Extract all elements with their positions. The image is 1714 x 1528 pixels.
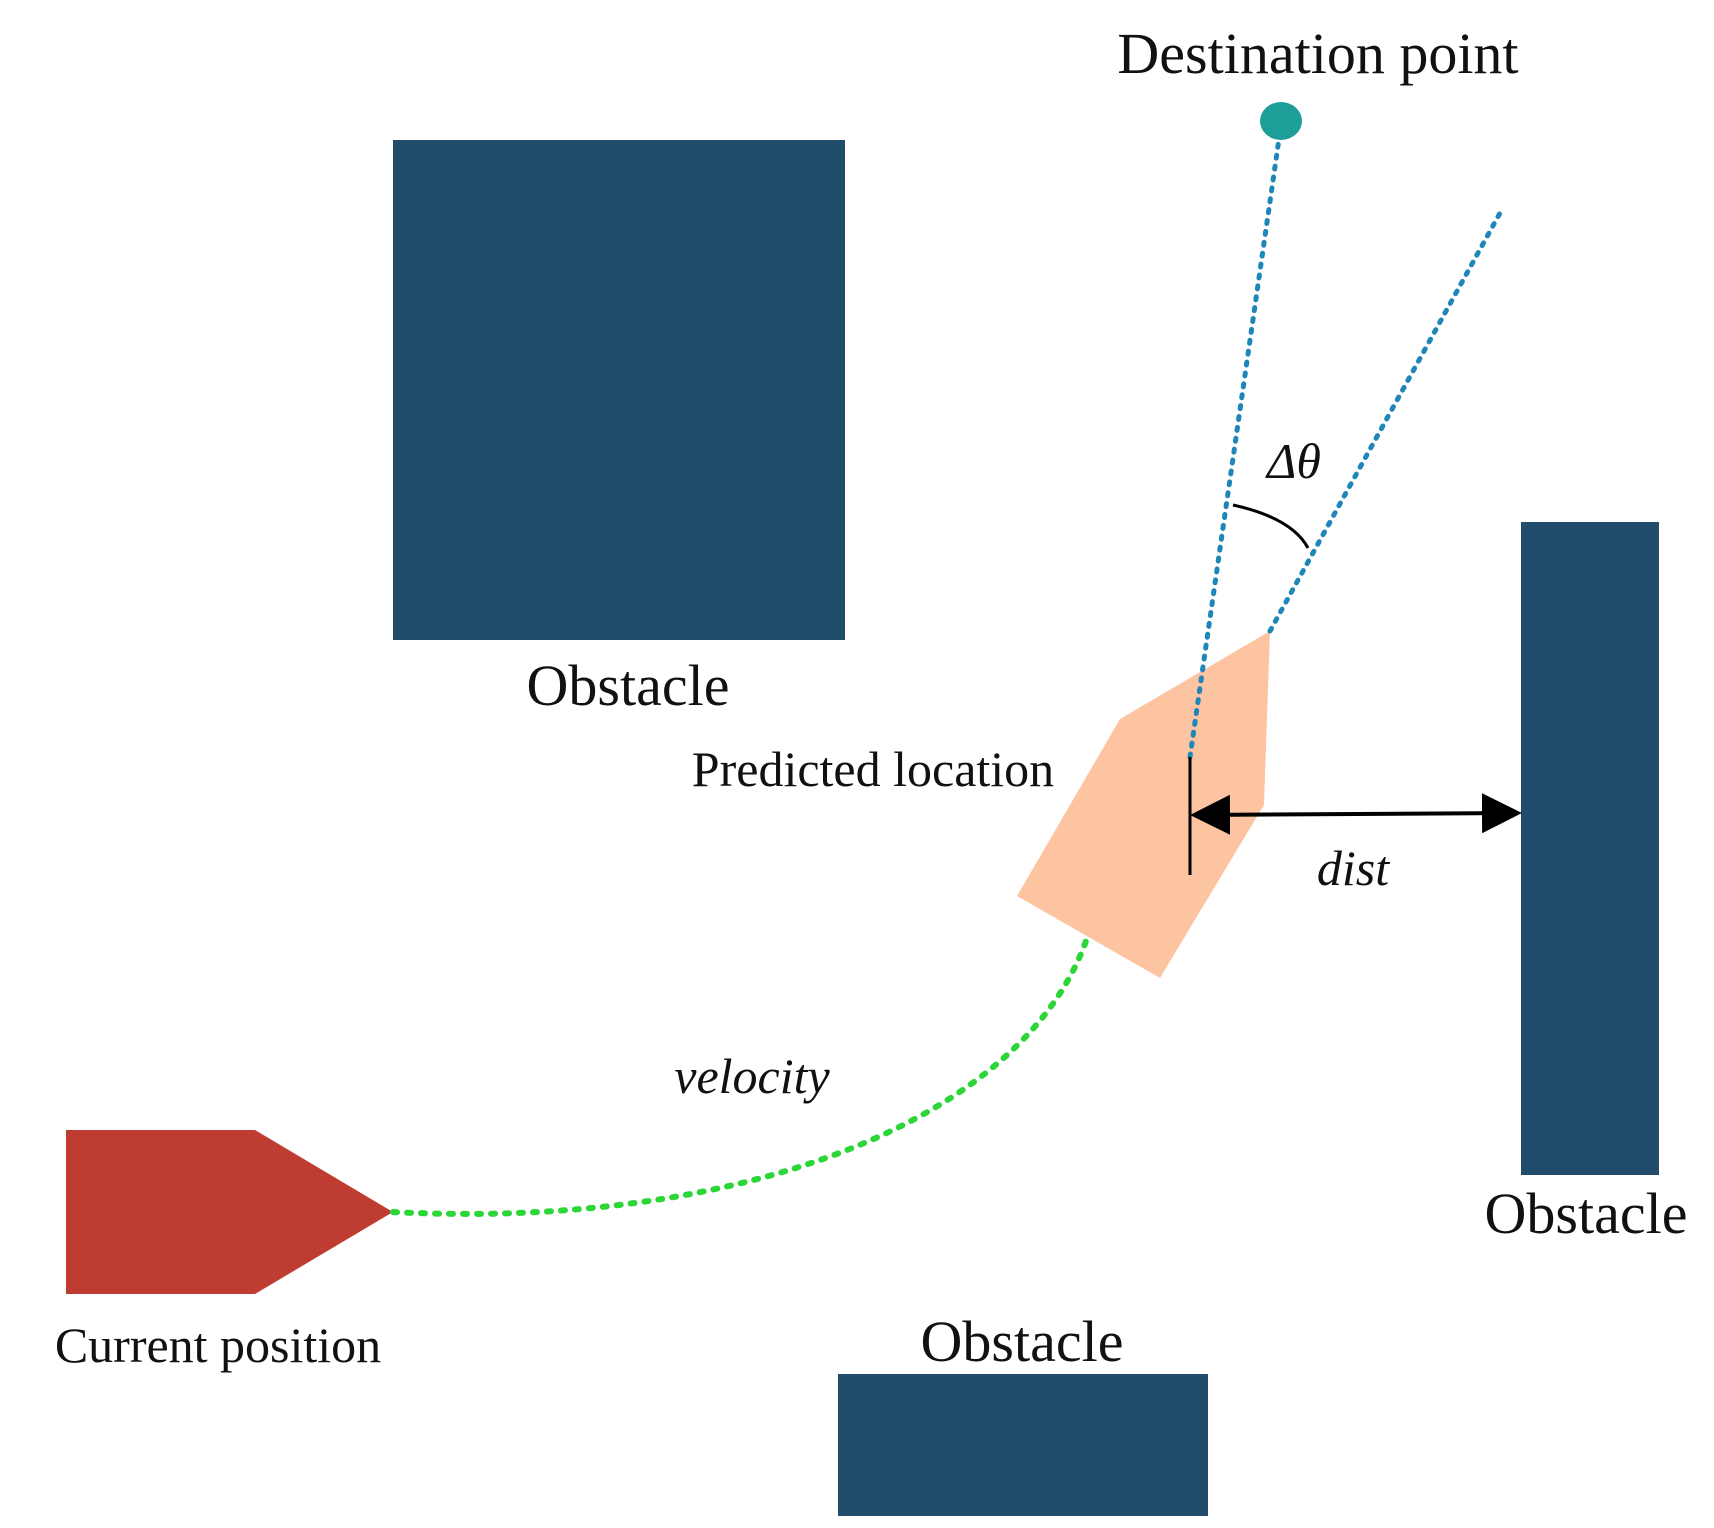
obstacle-right-label: Obstacle <box>1485 1181 1688 1246</box>
angle-arc <box>1232 503 1310 549</box>
velocity-label: velocity <box>674 1048 830 1104</box>
obstacle-top-label: Obstacle <box>527 653 730 718</box>
obstacle-top-block <box>393 140 845 640</box>
predicted-robot-shape <box>1017 631 1270 978</box>
predicted-heading-line <box>1267 210 1503 634</box>
distance-label: dist <box>1317 840 1390 896</box>
angle-label: Δθ <box>1265 433 1321 489</box>
obstacle-bottom-block <box>838 1374 1208 1516</box>
destination-heading-line <box>1187 122 1284 760</box>
obstacle-bottom-label: Obstacle <box>921 1309 1124 1374</box>
current-robot-shape <box>66 1130 393 1294</box>
predicted-location-label: Predicted location <box>692 741 1054 797</box>
obstacle-right-block <box>1521 522 1659 1175</box>
velocity-path <box>390 929 1092 1217</box>
distance-arrow <box>1190 793 1522 835</box>
destination-point-marker <box>1260 102 1302 140</box>
destination-label: Destination point <box>1117 21 1518 86</box>
current-position-label: Current position <box>55 1317 381 1373</box>
